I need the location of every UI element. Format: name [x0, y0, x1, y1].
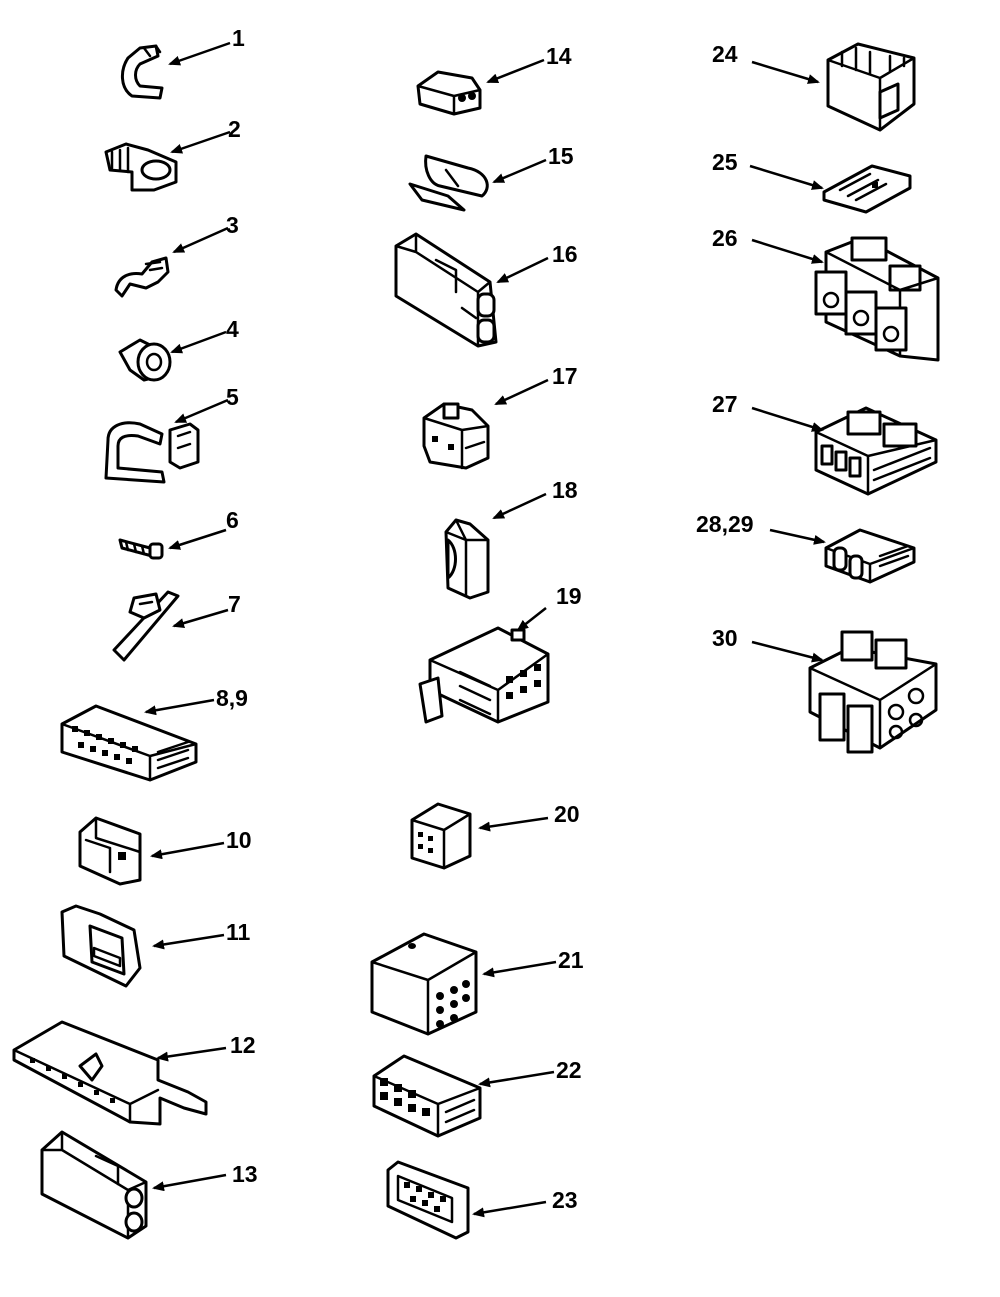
- callout-3: 3: [226, 212, 239, 238]
- callout-19: 19: [556, 583, 582, 609]
- callout-6: 6: [226, 507, 239, 533]
- part-24-housing: 24: [712, 41, 916, 132]
- part-30-housing: 30: [712, 625, 938, 754]
- part-16-connector: 16: [394, 232, 578, 348]
- part-23-header: 23: [386, 1160, 578, 1240]
- callout-13: 13: [232, 1161, 258, 1187]
- callout-21: 21: [558, 947, 584, 973]
- callout-22: 22: [556, 1057, 582, 1083]
- callout-12: 12: [230, 1032, 256, 1058]
- callout-30: 30: [712, 625, 738, 651]
- part-15-sleeve: 15: [408, 143, 574, 212]
- callout-18: 18: [552, 477, 578, 503]
- part-21-housing: 21: [370, 932, 584, 1036]
- part-28-29-connector: 28,29: [696, 511, 916, 584]
- part-7-bracket: 7: [112, 590, 241, 662]
- callout-2: 2: [228, 116, 241, 142]
- part-5-clamp: 5: [104, 384, 239, 484]
- housing-cavities: [72, 726, 138, 764]
- part-3-clip: 3: [114, 212, 239, 298]
- part-8-9-housing: 8,9: [60, 685, 248, 782]
- callout-11: 11: [226, 919, 251, 945]
- part-25-plate: 25: [712, 149, 912, 214]
- part-6-screw: 6: [118, 507, 239, 560]
- callout-4: 4: [226, 316, 239, 342]
- part-14-connector: 14: [416, 43, 572, 116]
- callout-25: 25: [712, 149, 738, 175]
- callout-23: 23: [552, 1187, 578, 1213]
- part-18-clip: 18: [444, 477, 578, 600]
- callout-28-29: 28,29: [696, 511, 754, 537]
- part-11-housing: 11: [60, 904, 251, 988]
- callout-15: 15: [548, 143, 574, 169]
- part-17-connector: 17: [422, 363, 578, 470]
- callout-16: 16: [552, 241, 578, 267]
- callout-1: 1: [232, 25, 245, 51]
- callout-7: 7: [228, 591, 241, 617]
- part-1-clip: 1: [121, 25, 245, 100]
- callout-8-9: 8,9: [216, 685, 248, 711]
- callout-10: 10: [226, 827, 252, 853]
- callout-5: 5: [226, 384, 239, 410]
- part-22-connector: 22: [372, 1054, 582, 1138]
- callout-24: 24: [712, 41, 738, 67]
- part-12-long-housing: 12: [12, 1020, 256, 1126]
- part-2-clamp: 2: [104, 116, 241, 192]
- callout-14: 14: [546, 43, 572, 69]
- callout-17: 17: [552, 363, 578, 389]
- part-4-grommet: 4: [118, 316, 239, 382]
- part-10-connector: 10: [78, 816, 252, 886]
- part-26-multi-block: 26: [712, 225, 940, 362]
- part-27-housing: 27: [712, 391, 938, 496]
- part-13-connector: 13: [40, 1130, 258, 1240]
- callout-26: 26: [712, 225, 738, 251]
- callout-27: 27: [712, 391, 738, 417]
- part-20-block: 20: [410, 801, 580, 870]
- part-19-connector: 19: [418, 583, 582, 724]
- callout-20: 20: [554, 801, 580, 827]
